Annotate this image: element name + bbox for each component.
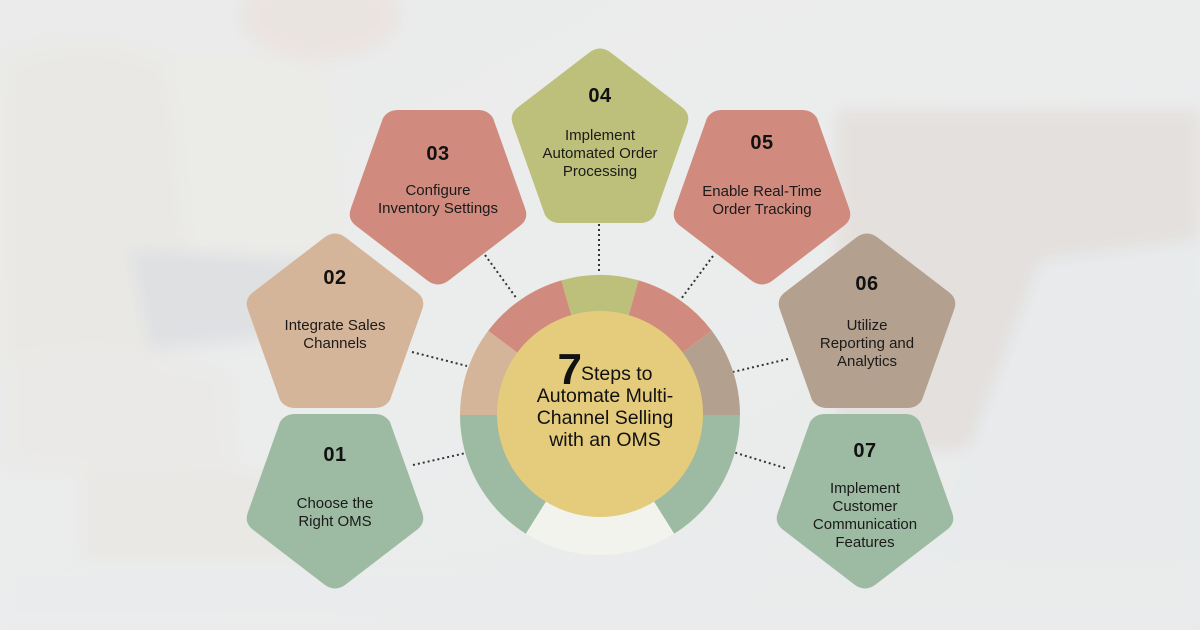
connector-07 xyxy=(732,451,786,469)
step-number: 02 xyxy=(323,267,347,289)
step-number: 01 xyxy=(323,444,347,466)
step-03: 03 Configure Inventory Settings xyxy=(343,108,533,288)
pentagon-shape xyxy=(776,414,954,589)
step-07: 07 Implement Customer Communication Feat… xyxy=(770,412,960,592)
center-title: 7Steps to Automate Multi- Channel Sellin… xyxy=(505,345,705,452)
pentagon-shape xyxy=(349,110,527,285)
step-number: 04 xyxy=(588,85,612,107)
connector-03 xyxy=(484,254,518,300)
step-number: 03 xyxy=(426,143,450,165)
pentagon-shape xyxy=(778,233,956,408)
pentagon-shape xyxy=(511,48,689,223)
step-06: 06 Utilize Reporting and Analytics xyxy=(772,230,962,410)
pentagon-shape xyxy=(246,233,424,408)
title-line-3: Channel Selling xyxy=(536,407,674,429)
step-label: Implement Automated Order Processing xyxy=(542,127,658,180)
connector-01 xyxy=(412,452,467,466)
title-line-1: 7Steps to xyxy=(557,345,653,394)
pentagon-shape xyxy=(673,110,851,285)
step-label: Utilize Reporting and Analytics xyxy=(819,317,915,370)
step-number: 05 xyxy=(750,132,774,154)
center-circle xyxy=(497,311,703,517)
pentagon-shape xyxy=(246,414,424,589)
title-line-4: with an OMS xyxy=(549,429,661,451)
step-label: Configure Inventory Settings xyxy=(377,182,499,217)
connector-05 xyxy=(680,255,714,300)
step-label: Integrate Sales Channels xyxy=(284,317,386,352)
step-05: 05 Enable Real-Time Order Tracking xyxy=(667,108,857,288)
title-line-2: Automate Multi- xyxy=(536,385,674,407)
step-01: 01 Choose the Right OMS xyxy=(240,412,430,592)
step-label: Enable Real-Time Order Tracking xyxy=(702,183,822,218)
title-number: 7 xyxy=(557,345,582,394)
step-number: 07 xyxy=(853,440,877,462)
step-label: Implement Customer Communication Feature… xyxy=(812,480,918,551)
step-number: 06 xyxy=(855,273,879,295)
step-label: Choose the Right OMS xyxy=(296,495,374,530)
step-04: 04 Implement Automated Order Processing xyxy=(505,45,695,225)
step-02: 02 Integrate Sales Channels xyxy=(240,230,430,410)
